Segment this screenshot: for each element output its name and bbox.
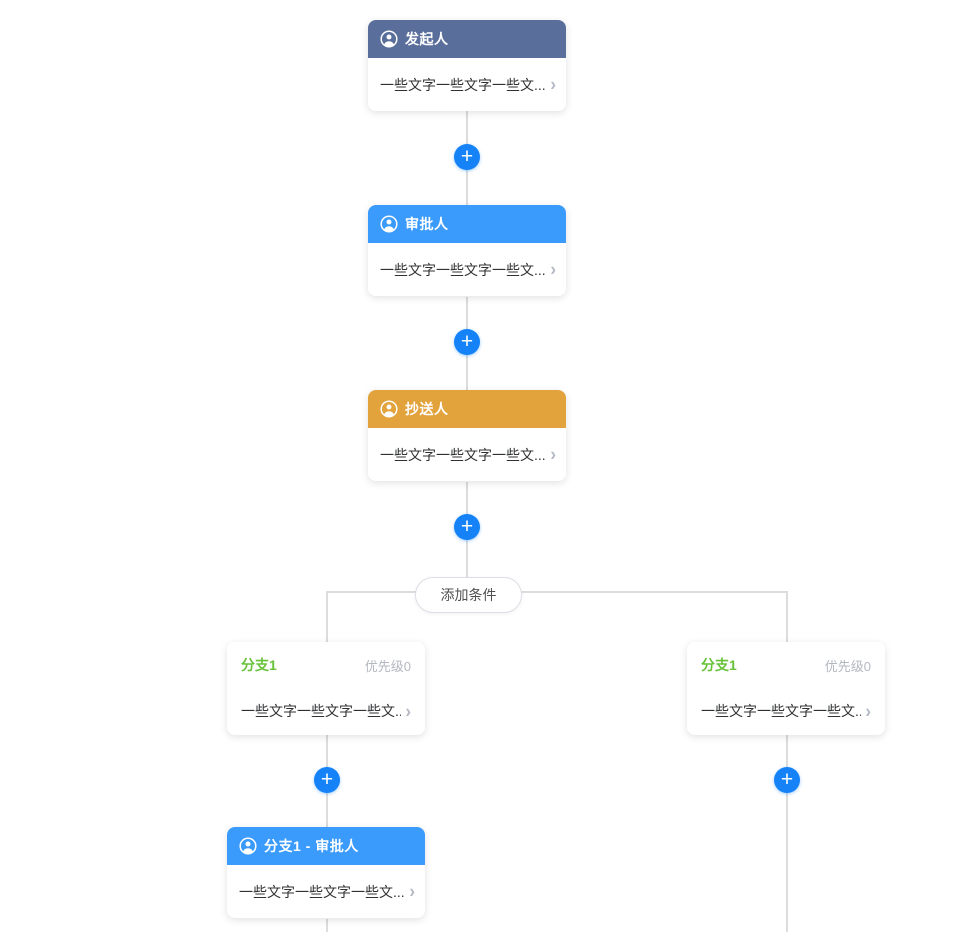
plus-icon: + — [460, 144, 474, 168]
chevron-right-icon: › — [550, 74, 556, 95]
plus-icon: + — [460, 329, 474, 353]
node-content: 一些文字一些文字一些文... — [380, 76, 546, 93]
node-branch-approver[interactable]: 分支1 - 审批人 一些文字一些文字一些文... › — [227, 827, 425, 918]
node-content: 一些文字一些文字一些文... — [380, 261, 546, 278]
connector-line — [326, 919, 328, 932]
node-initiator-body[interactable]: 一些文字一些文字一些文... › — [368, 58, 566, 111]
add-node-button[interactable]: + — [454, 329, 480, 355]
node-branch-approver-body[interactable]: 一些文字一些文字一些文... › — [227, 865, 425, 918]
node-initiator[interactable]: 发起人 一些文字一些文字一些文... › — [368, 20, 566, 111]
chevron-right-icon: › — [409, 881, 415, 902]
plus-icon: + — [780, 767, 794, 791]
node-title: 审批人 — [405, 216, 449, 232]
user-icon — [380, 215, 398, 233]
add-node-button[interactable]: + — [314, 767, 340, 793]
branch-top-line — [326, 591, 788, 593]
connector-line — [326, 591, 328, 642]
branch-card-body[interactable]: 一些文字一些文字一些文... › — [701, 701, 871, 721]
node-content: 一些文字一些文字一些文... — [380, 446, 546, 463]
node-approver-header: 审批人 — [368, 205, 566, 243]
node-cc[interactable]: 抄送人 一些文字一些文字一些文... › — [368, 390, 566, 481]
node-approver-body[interactable]: 一些文字一些文字一些文... › — [368, 243, 566, 296]
branch-card-1[interactable]: 分支1 优先级0 一些文字一些文字一些文... › — [227, 642, 425, 735]
node-initiator-header: 发起人 — [368, 20, 566, 58]
branch-content: 一些文字一些文字一些文... — [241, 703, 402, 719]
plus-icon: + — [460, 514, 474, 538]
node-title: 发起人 — [405, 31, 449, 47]
branch-content: 一些文字一些文字一些文... — [701, 703, 862, 719]
add-node-button[interactable]: + — [454, 144, 480, 170]
node-cc-body[interactable]: 一些文字一些文字一些文... › — [368, 428, 566, 481]
connector-line — [786, 735, 788, 932]
branch-priority: 优先级0 — [364, 658, 411, 674]
chevron-right-icon: › — [550, 259, 556, 280]
chevron-right-icon: › — [405, 700, 411, 722]
node-content: 一些文字一些文字一些文... — [239, 883, 405, 900]
user-icon — [380, 400, 398, 418]
user-icon — [380, 30, 398, 48]
branch-priority: 优先级0 — [824, 658, 871, 674]
branch-title: 分支1 — [241, 657, 277, 673]
node-title: 分支1 - 审批人 — [264, 838, 359, 854]
node-cc-header: 抄送人 — [368, 390, 566, 428]
branch-title: 分支1 — [701, 657, 737, 673]
node-branch-approver-header: 分支1 - 审批人 — [227, 827, 425, 865]
add-node-button[interactable]: + — [454, 514, 480, 540]
add-node-button[interactable]: + — [774, 767, 800, 793]
node-approver[interactable]: 审批人 一些文字一些文字一些文... › — [368, 205, 566, 296]
add-condition-button[interactable]: 添加条件 — [415, 577, 522, 613]
plus-icon: + — [320, 767, 334, 791]
branch-card-body[interactable]: 一些文字一些文字一些文... › — [241, 701, 411, 721]
chevron-right-icon: › — [865, 700, 871, 722]
branch-card-header: 分支1 优先级0 — [241, 655, 411, 675]
connector-line — [786, 591, 788, 642]
branch-card-header: 分支1 优先级0 — [701, 655, 871, 675]
user-icon — [239, 837, 257, 855]
node-title: 抄送人 — [405, 401, 449, 417]
chevron-right-icon: › — [550, 444, 556, 465]
branch-card-2[interactable]: 分支1 优先级0 一些文字一些文字一些文... › — [687, 642, 885, 735]
